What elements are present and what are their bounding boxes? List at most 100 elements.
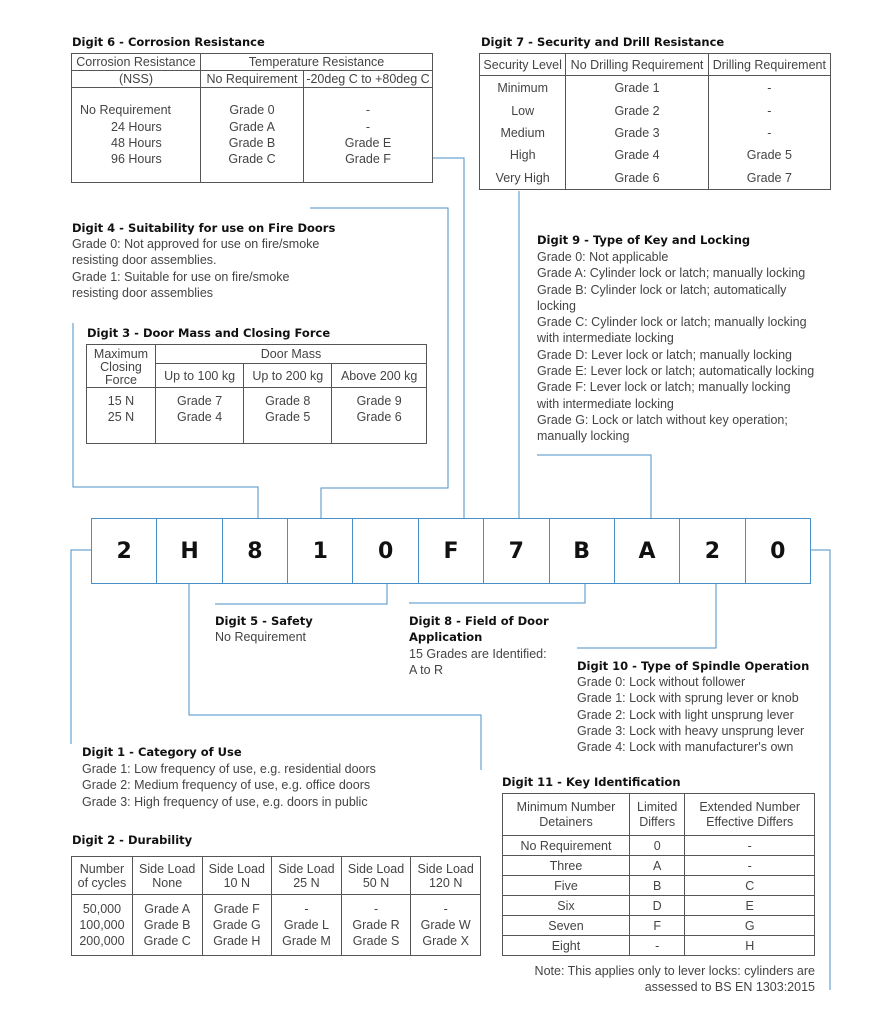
text-line: Grade 2: Medium frequency of use, e.g. o… — [82, 778, 371, 793]
cell: 15 N — [107, 394, 135, 408]
cell: Grade A — [144, 901, 191, 916]
header-line: of cycles — [77, 875, 127, 890]
header-maximum: Maximum — [93, 347, 149, 361]
grade-cell: Grade E — [344, 136, 392, 150]
cell: - — [707, 99, 832, 122]
connector-digit-10 — [577, 582, 717, 649]
text-line: manually locking — [537, 429, 630, 444]
header-line: None — [152, 875, 183, 890]
digit-3-title: Digit 3 - Door Mass and Closing Force — [87, 326, 331, 340]
grade-cell: Grade 0 — [229, 103, 275, 118]
text-line: Grade F: Lever lock or latch; manually l… — [537, 380, 791, 395]
cell: - — [684, 855, 815, 876]
digit-7-title: Digit 7 - Security and Drill Resistance — [481, 35, 725, 49]
header-temperature-resistance: Temperature Resistance — [200, 53, 433, 71]
digit-1-description: Grade 1: Low frequency of use, e.g. resi… — [82, 761, 376, 810]
cell: Grade 7 — [177, 394, 223, 408]
corrosion-cell: No Requirement — [80, 103, 172, 118]
cell: Grade L — [283, 917, 330, 932]
cell: Grade 2 — [565, 99, 709, 122]
grade-cell: - — [365, 103, 371, 118]
grade-cell: Grade C — [228, 152, 276, 167]
product-code-strip: 2 H 8 1 0 F 7 B A 2 0 — [91, 518, 811, 584]
cell: Grade 6 — [356, 410, 402, 425]
text-line: assessed to BS EN 1303:2015 — [644, 980, 815, 995]
cell: Grade W — [420, 917, 471, 932]
cell: No Requirement — [502, 835, 630, 856]
cell: Medium — [478, 121, 567, 144]
cell: Eight — [502, 935, 630, 956]
connector-digit-5 — [215, 582, 388, 605]
text-line: 15 Grades are Identified: — [409, 647, 547, 661]
digit-9-title: Digit 9 - Type of Key and Locking — [537, 233, 751, 247]
cell: A — [628, 855, 686, 876]
cell: D — [628, 895, 686, 916]
code-digit-1: 2 — [92, 519, 158, 583]
cell: Grade G — [212, 917, 261, 932]
digit-9-description: Grade 0: Not applicable Grade A: Cylinde… — [537, 249, 814, 445]
header-line: Side Load — [139, 861, 196, 876]
header-line: 25 N — [293, 875, 320, 890]
cell: Grade S — [352, 934, 400, 949]
text-line: Grade D: Lever lock or latch; manually l… — [537, 347, 792, 362]
corrosion-cell: 24 Hours — [111, 119, 162, 134]
connector-digit-11 — [809, 549, 831, 990]
header-line: 50 N — [362, 875, 390, 890]
digit-4-title: Digit 4 - Suitability for use on Fire Do… — [72, 221, 336, 235]
text-line: with intermediate locking — [537, 396, 674, 411]
header-line: Differs — [639, 814, 676, 829]
cell: Grade 5 — [265, 410, 311, 425]
cell: 100,000 — [79, 917, 125, 932]
cell: 25 N — [107, 410, 135, 425]
code-digit-10: 2 — [680, 519, 746, 583]
cell: - — [373, 901, 379, 916]
cell: - — [628, 935, 686, 956]
text-line: with intermediate locking — [537, 331, 674, 346]
cell: Grade C — [143, 934, 191, 949]
text-line: Grade A: Cylinder lock or latch; manuall… — [537, 266, 806, 281]
cell: H — [684, 935, 815, 956]
digit-7-table: Security Level No Drilling Requirement D… — [478, 53, 832, 190]
digit-1-title: Digit 1 - Category of Use — [82, 745, 242, 759]
header-line: Side Load — [417, 861, 474, 876]
digit-8-description: 15 Grades are Identified: A to R — [409, 646, 547, 679]
corrosion-cell: 48 Hours — [111, 136, 162, 150]
cell: Grade 1 — [565, 75, 709, 100]
text-line: Grade 0: Not applicable — [537, 250, 669, 264]
cell: Grade 5 — [707, 143, 832, 167]
code-digit-4: 1 — [288, 519, 354, 583]
cell: - — [304, 901, 309, 916]
digit-11-title: Digit 11 - Key Identification — [502, 775, 681, 789]
connector-digit-4 — [310, 207, 449, 518]
text-line: Grade 2: Lock with light unsprung lever — [577, 707, 794, 722]
connector-digit-9 — [537, 454, 652, 518]
digit-8-title-cont: Application — [409, 630, 483, 644]
header-line: Number — [79, 861, 125, 876]
digit-4-description: Grade 0: Not approved for use on fire/sm… — [72, 236, 319, 301]
cell: - — [443, 901, 448, 916]
connector-digit-3 — [72, 323, 259, 518]
digit-11-note: Note: This applies only to lever locks: … — [500, 963, 815, 996]
header-line: Detainers — [539, 814, 593, 829]
text-line: Grade 1: Low frequency of use, e.g. resi… — [82, 762, 376, 776]
connector-digit-1 — [70, 549, 91, 744]
digit-10-title: Digit 10 - Type of Spindle Operation — [577, 659, 810, 673]
cell: Five — [502, 875, 630, 896]
cell: B — [628, 875, 686, 896]
cell: 0 — [628, 835, 686, 856]
text-line: Note: This applies only to lever locks: … — [534, 964, 815, 978]
cell: G — [684, 915, 815, 936]
header-door-mass: Door Mass — [155, 344, 427, 364]
grade-cell: - — [365, 119, 371, 134]
cell: Grade F — [213, 901, 260, 916]
text-line: Grade B: Cylinder lock or latch; automat… — [537, 282, 787, 297]
corrosion-cell: 96 Hours — [111, 152, 162, 167]
header-line: Limited — [637, 799, 678, 814]
cell: Grade R — [352, 917, 400, 932]
text-line: locking — [537, 298, 576, 313]
digit-10-description: Grade 0: Lock without follower Grade 1: … — [577, 674, 804, 755]
text-line: resisting door assemblies — [72, 285, 214, 300]
cell: Grade 7 — [707, 166, 832, 190]
